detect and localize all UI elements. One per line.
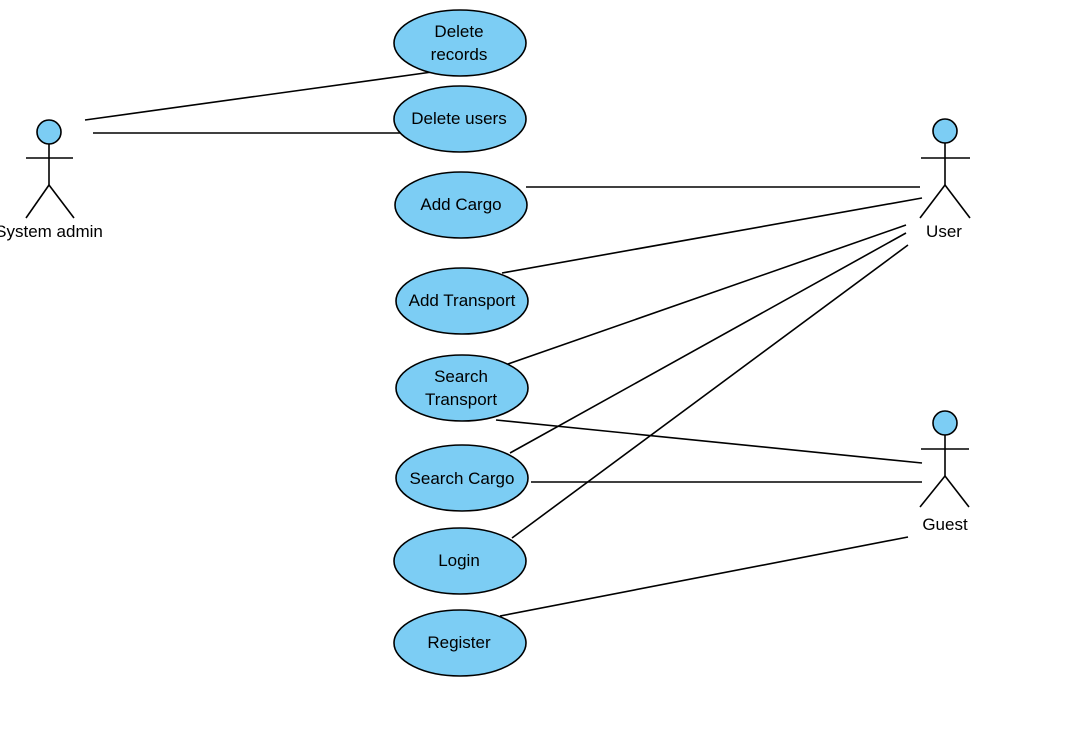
actor-head-icon xyxy=(932,118,958,144)
use-case-delete-users[interactable]: Delete users xyxy=(393,85,527,153)
assoc-guest-search-transport xyxy=(495,419,923,464)
actor-label: Guest xyxy=(922,515,968,534)
use-case-search-cargo[interactable]: Search Cargo xyxy=(395,444,529,512)
use-case-label: Add Transport xyxy=(409,291,516,310)
use-case-label-line: Delete xyxy=(434,22,483,41)
use-case-ellipse xyxy=(393,85,527,153)
use-case-ellipse xyxy=(393,609,527,677)
actor-right-leg xyxy=(48,184,75,219)
use-case-add-cargo[interactable]: Add Cargo xyxy=(394,171,528,239)
actor-left-leg xyxy=(919,475,946,508)
actor-label: User xyxy=(926,222,962,241)
use-case-ellipse xyxy=(394,171,528,239)
actor-user[interactable]: User xyxy=(919,118,971,241)
actor-right-leg xyxy=(944,184,971,219)
use-case-label: Search Cargo xyxy=(410,469,515,488)
actor-head-icon xyxy=(932,410,958,436)
actor-guest[interactable]: Guest xyxy=(919,410,970,534)
assoc-user-search-cargo xyxy=(509,232,907,454)
assoc-user-login xyxy=(511,244,909,539)
use-case-search-transport[interactable]: Search Transport xyxy=(395,354,529,422)
use-case-ellipse xyxy=(395,354,529,422)
use-case-label-line: Transport xyxy=(425,390,497,409)
use-case-ellipse xyxy=(393,9,527,77)
associations xyxy=(84,71,923,617)
assoc-guest-register xyxy=(499,536,909,617)
use-case-ellipse xyxy=(395,444,529,512)
use-case-delete-records[interactable]: Delete records xyxy=(393,9,527,77)
use-case-ellipse xyxy=(393,527,527,595)
assoc-user-add-transport xyxy=(501,197,923,274)
actor-left-leg xyxy=(25,184,50,219)
use-case-label: Add Cargo xyxy=(420,195,501,214)
use-case-label: Login xyxy=(438,551,480,570)
use-case-label-line: records xyxy=(431,45,488,64)
use-case-label: Delete users xyxy=(411,109,506,128)
use-case-register[interactable]: Register xyxy=(393,609,527,677)
actor-left-leg xyxy=(919,184,946,219)
use-case-label-line: Search xyxy=(434,367,488,386)
use-case-login[interactable]: Login xyxy=(393,527,527,595)
assoc-system-admin-delete-records xyxy=(84,71,433,121)
use-case-ellipse xyxy=(395,267,529,335)
actor-label: System admin xyxy=(0,222,103,241)
use-case-add-transport[interactable]: Add Transport xyxy=(395,267,529,335)
actor-right-leg xyxy=(944,475,970,508)
actor-head-icon xyxy=(36,119,62,145)
assoc-user-search-transport xyxy=(507,224,907,365)
actor-system-admin[interactable]: System admin xyxy=(0,119,103,241)
use-case-label: Register xyxy=(427,633,491,652)
